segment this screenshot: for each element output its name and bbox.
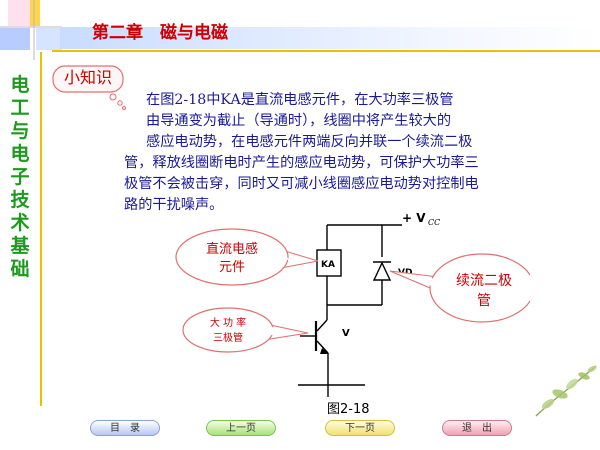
paragraph-line: 路的干扰噪声。	[124, 197, 224, 213]
chapter-title: 第二章 磁与电磁	[92, 23, 228, 43]
callout-inductor-line2: 元件	[219, 260, 245, 275]
paragraph-line: 在图2-18中KA是直流电感元件，在大功率三极管	[146, 92, 454, 108]
circuit-diagram: + V CC KA VD V 直流电感 元件 续流二极 管 大 功 率 三极管	[175, 211, 530, 397]
callout-inductor: 直流电感 元件	[175, 228, 319, 286]
nav-prev-button[interactable]: 上一页	[206, 420, 276, 436]
tip-label: 小知识	[63, 68, 112, 87]
vertical-course-title: 电工与电子技术基础	[10, 74, 30, 280]
callout-transistor-line1: 大 功 率	[210, 316, 246, 329]
header-divider	[52, 50, 600, 52]
nav-next-button[interactable]: 下一页	[325, 420, 395, 436]
sidebar-divider	[40, 52, 42, 406]
plant-decoration-icon	[535, 365, 597, 417]
relay-coil-box	[316, 249, 342, 277]
paragraph-line: 管，释放线圈断电时产生的感应电动势，可保护大功率三	[124, 155, 479, 171]
callout-transistor: 大 功 率 三极管	[182, 307, 309, 353]
callout-transistor-line2: 三极管	[213, 331, 243, 344]
relay-label: KA	[321, 260, 335, 270]
paragraph-line: 感应电动势，在电感元件两端反向并联一个续流二极	[146, 134, 473, 150]
supply-subscript: CC	[428, 218, 440, 227]
callout-diode: 续流二极 管	[389, 253, 530, 323]
callout-diode-line2: 管	[477, 293, 491, 309]
nav-exit-button[interactable]: 退 出	[442, 420, 512, 436]
corner-decoration	[0, 0, 62, 60]
emitter-arrow	[320, 348, 329, 354]
header-bar	[60, 27, 600, 49]
paragraph-line: 极管不会被击穿，同时又可减小线圈感应电动势对控制电	[124, 176, 479, 192]
figure-caption: 图2-18	[327, 402, 370, 417]
collector-lead	[316, 319, 328, 332]
diode-triangle	[372, 261, 392, 281]
callout-diode-line1: 续流二极	[456, 272, 512, 289]
tip-bubble-icon	[52, 65, 126, 110]
supply-label: + V	[402, 211, 426, 225]
transistor-label: V	[342, 328, 350, 339]
emitter-lead	[316, 340, 329, 354]
paragraph-line: 由导通变为截止（导通时），线圈中将产生较大的	[146, 113, 452, 129]
nav-toc-button[interactable]: 目 录	[90, 420, 160, 436]
callout-inductor-line1: 直流电感	[206, 241, 258, 257]
